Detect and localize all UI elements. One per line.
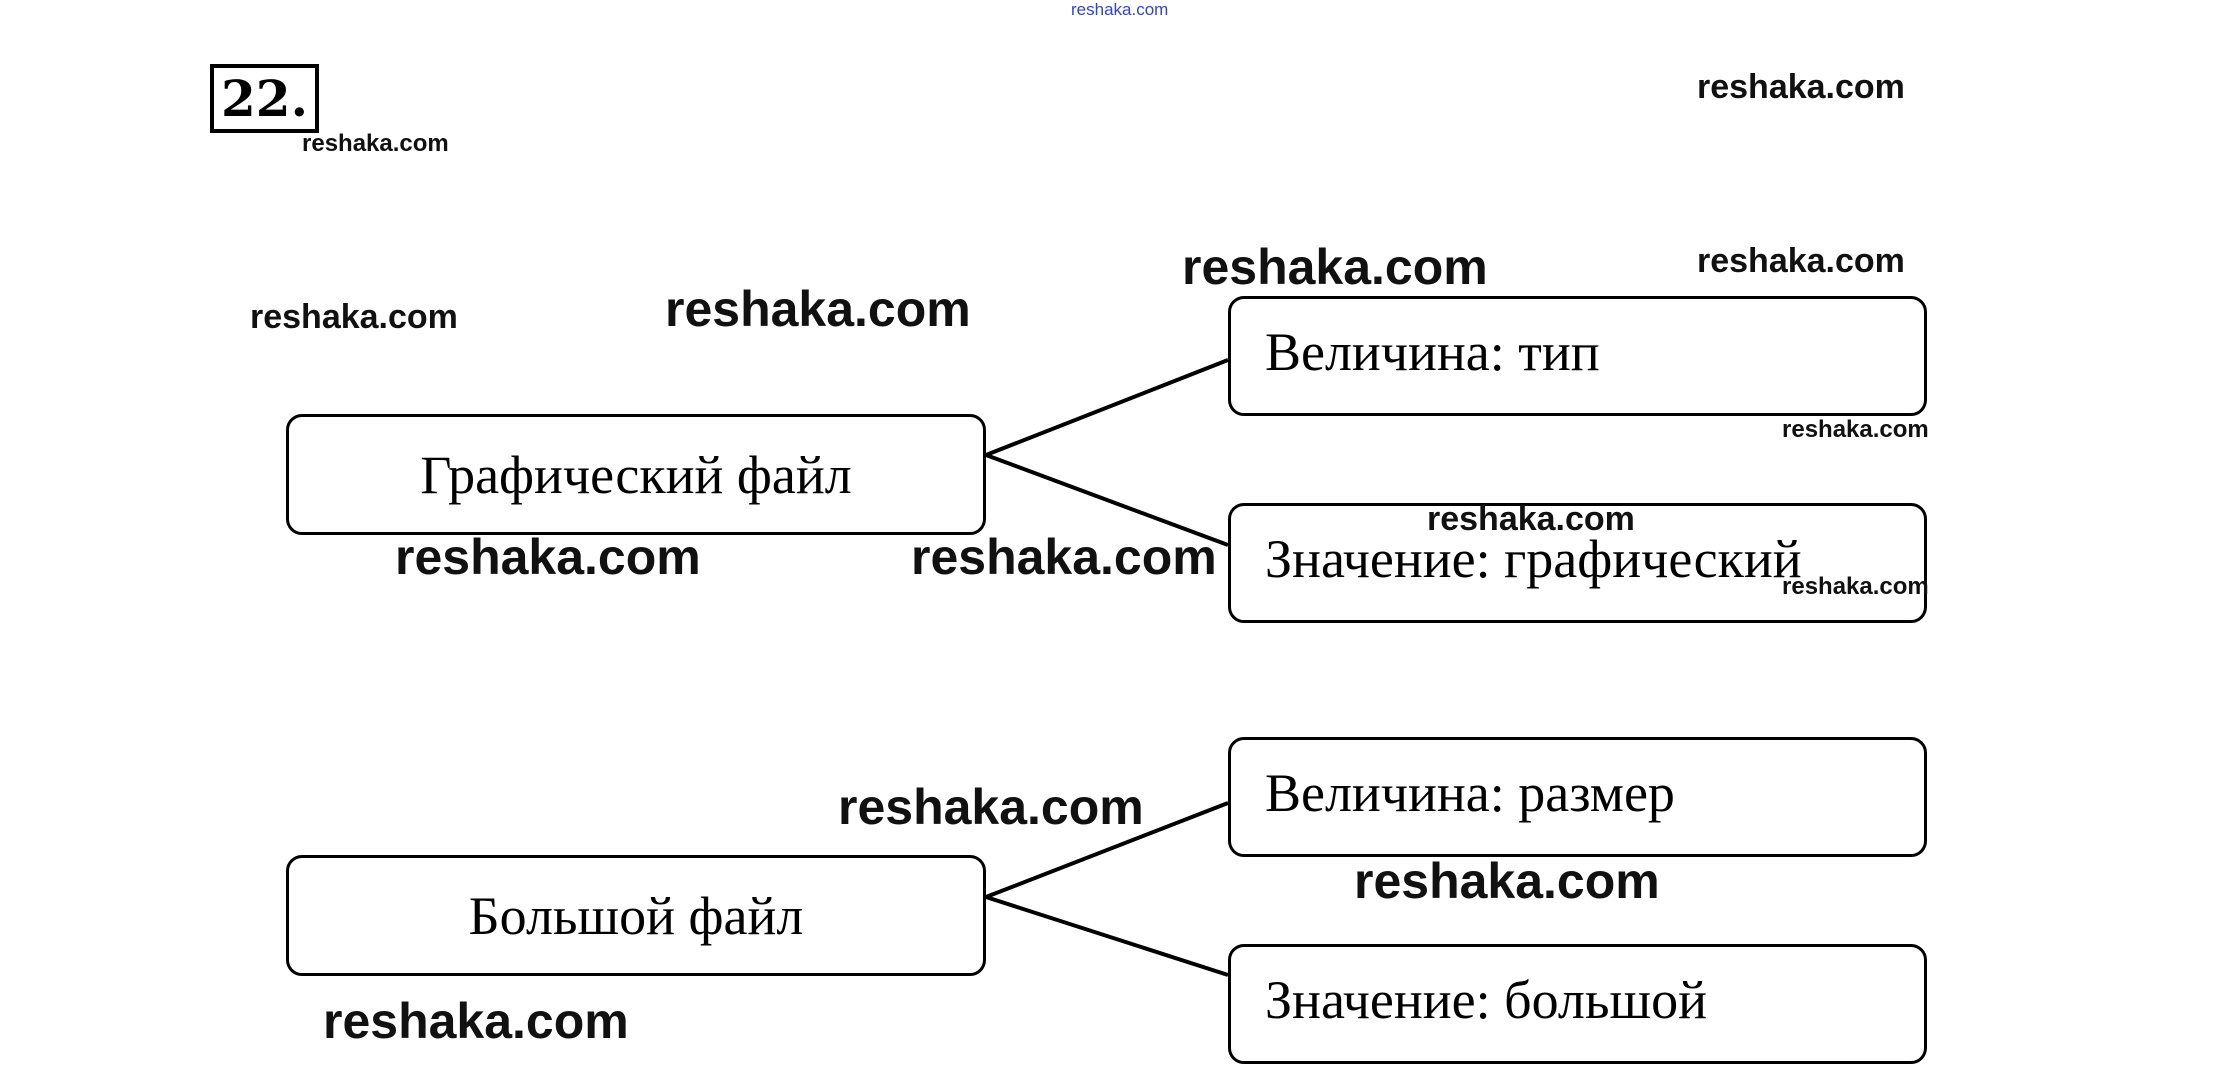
watermark: reshaka.com (1782, 416, 1929, 443)
root-node-graphic-file: Графический файл (286, 414, 986, 535)
watermark: reshaka.com (911, 529, 1217, 585)
watermark: reshaka.com (1427, 500, 1635, 538)
watermark: reshaka.com (838, 779, 1144, 835)
watermark: reshaka.com (1354, 853, 1660, 909)
child-node-value-graphic: Значение: графический (1228, 503, 1927, 623)
watermark: reshaka.com (250, 298, 458, 336)
root-node-big-file: Большой файл (286, 855, 986, 976)
child-node-value-big: Значение: большой (1228, 944, 1927, 1064)
watermark: reshaka.com (302, 130, 449, 157)
watermark: reshaka.com (323, 993, 629, 1049)
watermark: reshaka.com (1782, 573, 1929, 600)
watermark: reshaka.com (1071, 0, 1169, 19)
task-number: 22. (210, 64, 319, 133)
watermark: reshaka.com (1697, 68, 1905, 106)
connector-line (985, 895, 1229, 977)
watermark: reshaka.com (1182, 239, 1488, 295)
child-node-quantity-size: Величина: размер (1228, 737, 1927, 857)
child-node-quantity-type: Величина: тип (1228, 296, 1927, 416)
connector-line (985, 453, 1229, 547)
connector-line (985, 801, 1229, 899)
watermark: reshaka.com (665, 281, 971, 337)
watermark: reshaka.com (1697, 242, 1905, 280)
connector-line (985, 358, 1229, 457)
watermark: reshaka.com (395, 529, 701, 585)
